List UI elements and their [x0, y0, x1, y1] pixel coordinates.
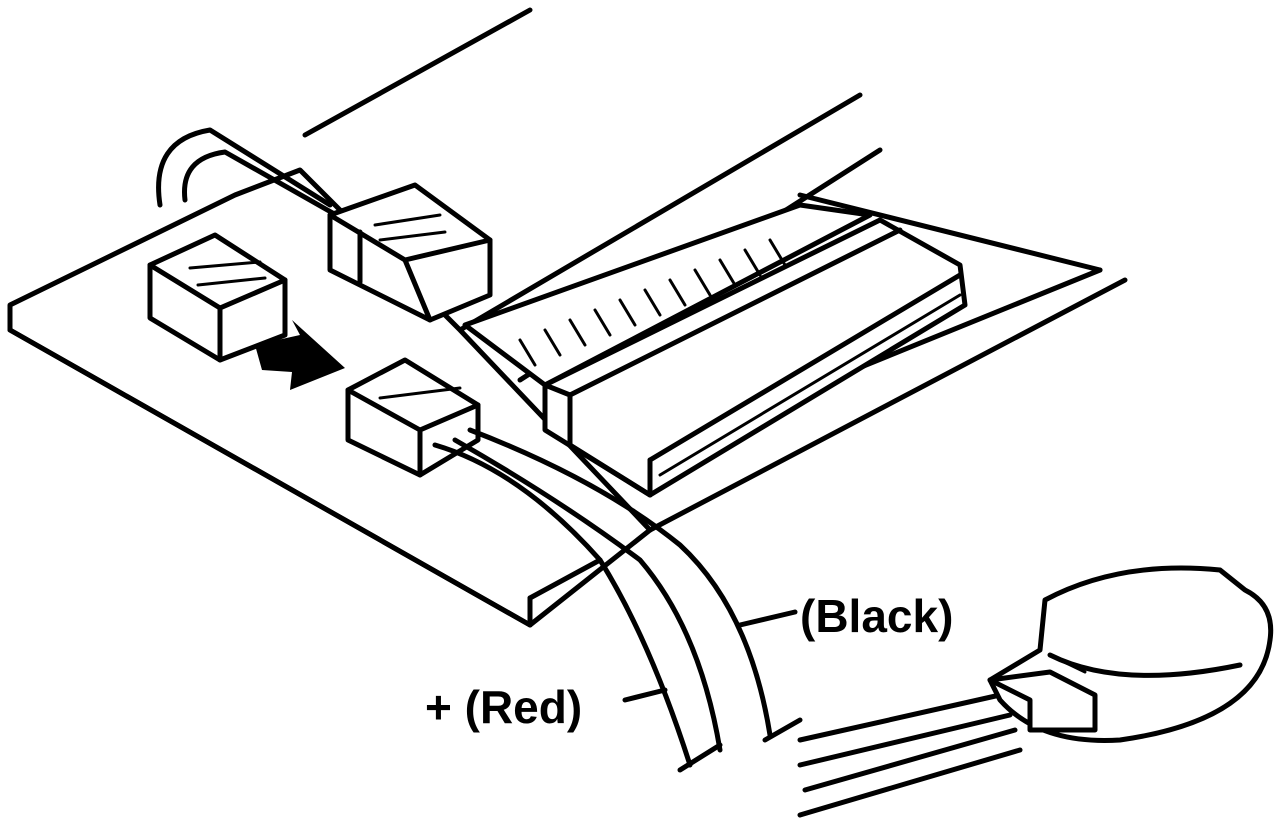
- red-wire-label: + (Red): [425, 681, 582, 733]
- cable-loop: [156, 127, 348, 223]
- ribbon-connector: [462, 202, 873, 388]
- connector-plug: [147, 232, 288, 363]
- header-block: [542, 217, 968, 498]
- label-leaders: [622, 609, 798, 703]
- arrow-right-icon: [255, 320, 345, 390]
- top-connector: [327, 182, 493, 323]
- battery-lead: [797, 692, 1023, 818]
- coin-battery-icon: [987, 565, 1274, 743]
- battery-cable: [432, 427, 803, 773]
- connector-pins: [518, 238, 787, 367]
- black-wire-label: (Black): [800, 590, 953, 642]
